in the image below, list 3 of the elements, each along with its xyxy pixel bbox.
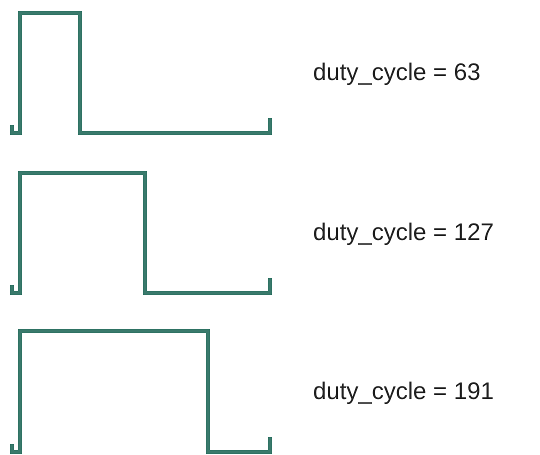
duty-cycle-label: duty_cycle = 127 [313,219,494,247]
duty-cycle-label: duty_cycle = 191 [313,378,494,406]
duty-cycle-label: duty_cycle = 63 [313,59,480,87]
